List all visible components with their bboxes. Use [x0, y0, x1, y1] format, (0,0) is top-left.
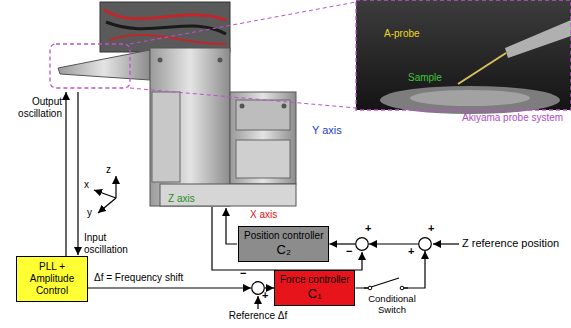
axis-arrow [98, 198, 116, 213]
sign-label: + [428, 223, 434, 234]
probe-tip [458, 53, 506, 84]
axis-triad [94, 176, 116, 213]
switch-lever [371, 278, 399, 287]
cable [104, 10, 226, 20]
box-symbol: C₂ [244, 242, 323, 258]
box-title: PLL + Amplitude Control [20, 261, 84, 297]
screw [240, 104, 245, 109]
sample-disk [410, 90, 530, 106]
sign-label: + [262, 290, 268, 301]
sign-label: + [408, 246, 414, 257]
screw [158, 58, 163, 63]
probe-arm [58, 50, 150, 80]
part-label: Akiyama probe system [462, 112, 563, 124]
zoom-line [130, 2, 356, 44]
positioning-stage-photo [58, 2, 296, 206]
junction-circle [356, 238, 369, 251]
signal-label: Reference Δf [228, 310, 288, 322]
signal-label: Input oscillation [84, 232, 136, 255]
sign-label: + [365, 223, 371, 234]
part-label: A-probe [384, 28, 420, 40]
axis-label: X axis [250, 209, 277, 221]
signal-arrow [265, 287, 274, 288]
axis-label: z [106, 164, 111, 176]
switch-contact [400, 286, 404, 290]
switch-label: Conditional Switch [364, 294, 420, 316]
summing-junction: −+ [251, 281, 265, 295]
controller-box: Force controllerC₁ [274, 270, 355, 306]
summing-junction: +− [355, 237, 369, 251]
axis-label: Z axis [168, 193, 195, 205]
cable [110, 35, 226, 44]
cable [106, 22, 226, 34]
sample-disk [380, 86, 560, 114]
y-stage-plate [236, 100, 290, 130]
base-plate [160, 184, 296, 206]
zoom-line [130, 88, 356, 108]
reference-wire [433, 243, 459, 244]
switch-contact [368, 286, 372, 290]
sign-label: − [346, 246, 352, 257]
feedback-wire [212, 207, 362, 270]
axis-label: x [84, 179, 89, 191]
screw [282, 104, 287, 109]
sign-label: − [240, 268, 246, 279]
pll-box: PLL + Amplitude Control [16, 256, 88, 302]
summing-junction: ++ [418, 237, 432, 251]
zoom-frame [50, 44, 130, 88]
box-title: Force controller [280, 274, 349, 286]
signal-label: Δf = Frequency shift [94, 272, 183, 284]
signal-arrow [369, 243, 418, 244]
controller-box: Position controllerC₂ [238, 226, 329, 262]
box-title: Position controller [244, 230, 323, 242]
input-wire [77, 92, 78, 255]
axis-arrow [94, 190, 116, 198]
signal-wires [66, 92, 459, 309]
axis-label: y [87, 207, 92, 219]
probe-holder [505, 20, 571, 58]
signal-label: Z reference position [462, 237, 559, 250]
z-stage [150, 48, 230, 206]
signal-label: Output oscillation [10, 96, 62, 119]
x-stage [230, 92, 296, 184]
junction-circle [419, 238, 432, 251]
output-wire [65, 92, 66, 256]
signal-arrow [329, 243, 355, 244]
screw [218, 58, 223, 63]
junction-outline [355, 237, 369, 251]
part-label: Sample [408, 72, 442, 84]
box-symbol: C₁ [280, 286, 349, 302]
axis-arrow [115, 176, 116, 198]
axis-label: Y axis [312, 124, 342, 137]
switch-gap [368, 276, 404, 292]
reference-wire [257, 296, 258, 309]
inset-photo [356, 0, 571, 114]
actuator-wire [226, 208, 237, 244]
junction-outline [418, 237, 432, 251]
inset-frame [356, 0, 571, 110]
x-stage-plate [236, 140, 290, 178]
signal-arrow [88, 287, 251, 288]
z-stage-plate [152, 92, 180, 182]
